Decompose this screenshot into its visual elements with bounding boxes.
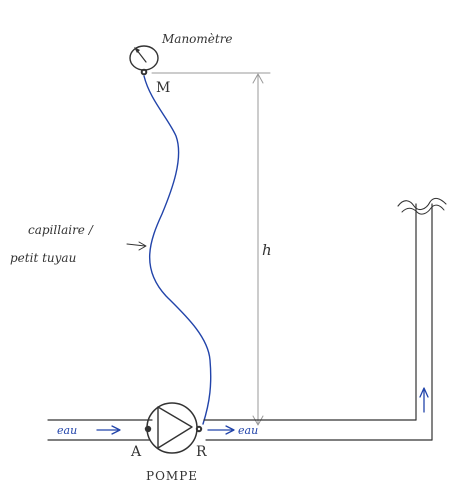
pump-inlet-point-a	[144, 425, 152, 433]
point-a-label: A	[130, 444, 142, 460]
riser-free-surface-2	[401, 204, 445, 215]
height-arrowhead-top	[252, 73, 264, 84]
capillary-tube	[143, 75, 212, 425]
height-dimension	[151, 72, 271, 426]
height-label: h	[262, 241, 272, 259]
water-inlet-arrow	[96, 425, 121, 435]
outlet-fitting-center	[197, 427, 201, 431]
manometer-needle-tip	[134, 47, 140, 53]
water-outlet-label: eau	[238, 424, 258, 437]
manometer-dial	[129, 45, 159, 71]
capillary-label-line2: petit tuyau	[10, 251, 76, 265]
riser-free-surface	[397, 197, 447, 211]
height-arrowhead-bottom	[252, 415, 264, 426]
point-m-label: M	[156, 80, 170, 96]
riser-flow-arrow	[419, 387, 429, 413]
main-pipe	[47, 203, 433, 441]
water-outlet-arrow	[207, 425, 235, 435]
manometer-label: Manomètre	[161, 32, 233, 46]
capillary-label-line1: capillaire /	[28, 223, 95, 237]
capillary-pointer-arrow	[126, 241, 147, 251]
pump	[144, 402, 203, 454]
pump-label: POMPE	[146, 469, 198, 483]
manometer-fitting-center	[142, 70, 146, 74]
manometer	[129, 45, 159, 76]
water-inlet-label: eau	[57, 424, 77, 437]
pump-triangle	[157, 406, 193, 449]
point-r-label: R	[196, 444, 207, 460]
